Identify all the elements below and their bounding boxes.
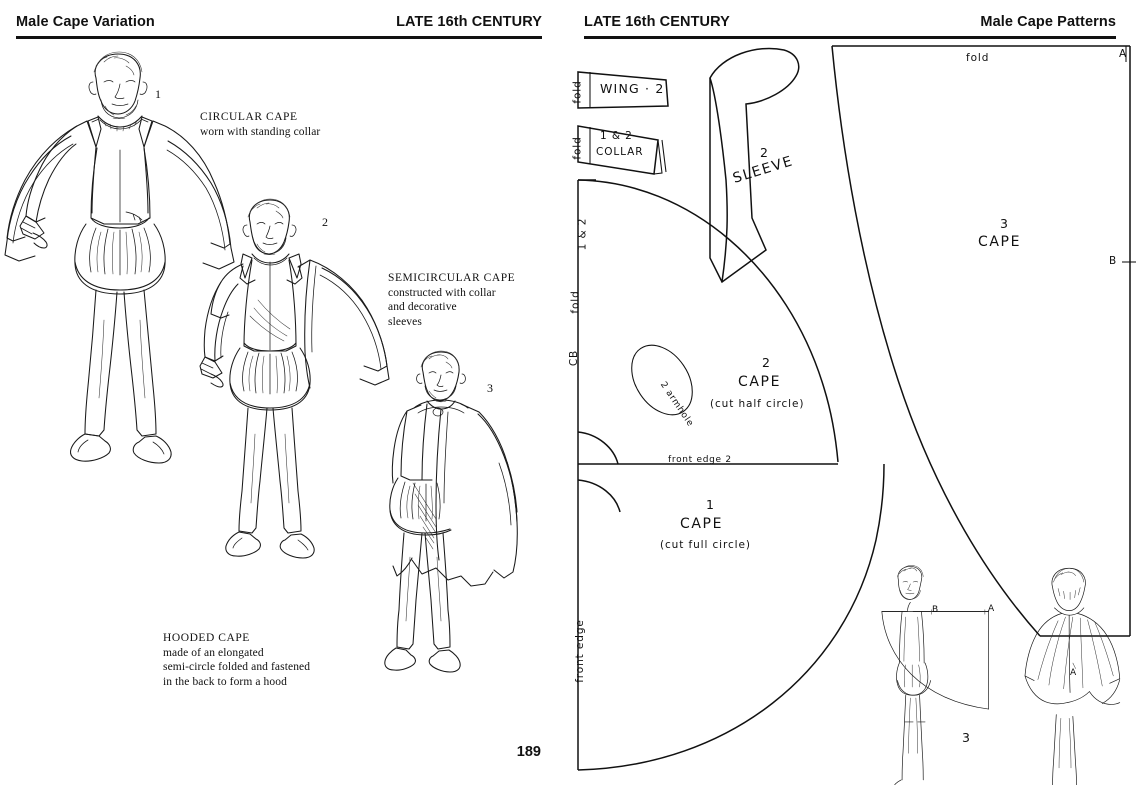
cb-fold-nums: 1 & 2 bbox=[576, 217, 589, 251]
figure-2-semicircular-cape bbox=[199, 198, 390, 559]
mini-marker-a: A bbox=[988, 604, 995, 614]
wing-label: WING · 2 bbox=[600, 81, 665, 96]
right-page-header: LATE 16th CENTURY Male Cape Patterns bbox=[584, 14, 1116, 30]
cape-full-number: 1 bbox=[706, 497, 716, 512]
wing-fold-label: fold bbox=[571, 80, 584, 104]
caption-circular-cape: CIRCULAR CAPE worn with standing collar bbox=[200, 110, 320, 139]
caption-line: sleeves bbox=[388, 316, 422, 329]
pattern-piece-wing bbox=[577, 71, 669, 109]
front-edge-2-label: front edge 2 bbox=[668, 455, 732, 465]
caption-title: HOODED CAPE bbox=[163, 632, 250, 644]
collar-label: COLLAR bbox=[596, 146, 644, 158]
figure-1-circular-cape bbox=[4, 51, 235, 464]
header-title-left: Male Cape Variation bbox=[16, 14, 155, 30]
cape-3-number: 3 bbox=[1000, 216, 1010, 231]
caption-hooded-cape: HOODED CAPE made of an elongated semi-ci… bbox=[163, 631, 310, 690]
caption-line: constructed with collar bbox=[388, 286, 496, 299]
caption-semicircular-cape: SEMICIRCULAR CAPE constructed with colla… bbox=[388, 271, 515, 330]
header-rule bbox=[584, 36, 1116, 39]
left-page: Male Cape Variation LATE 16th CENTURY bbox=[4, 14, 542, 760]
caption-line: and decorative bbox=[388, 301, 457, 314]
header-rule bbox=[16, 36, 542, 39]
caption-line: worn with standing collar bbox=[200, 125, 321, 138]
header-period-left: LATE 16th CENTURY bbox=[584, 14, 730, 30]
armhole-marking bbox=[631, 344, 693, 416]
cape-3-label: CAPE bbox=[978, 234, 1022, 250]
pattern-draft bbox=[577, 45, 1136, 785]
left-page-illustrations bbox=[4, 51, 518, 673]
collar-fold-label: fold bbox=[571, 136, 584, 160]
pattern-piece-collar bbox=[577, 125, 667, 175]
collar-number: 1 & 2 bbox=[600, 130, 633, 142]
front-edge-left-label: front edge bbox=[573, 619, 586, 683]
marker-a: A bbox=[1119, 48, 1128, 60]
header-title-right: Male Cape Patterns bbox=[980, 14, 1116, 30]
cb-fold-word: fold bbox=[569, 290, 582, 314]
top-fold-label: fold bbox=[966, 52, 990, 64]
pattern-piece-sleeve bbox=[709, 47, 800, 284]
mini-marker-b: B bbox=[932, 605, 939, 615]
page-number: 189 bbox=[516, 744, 541, 760]
figure-callout-1: 1 bbox=[155, 87, 161, 101]
cape-full-note: (cut full circle) bbox=[660, 539, 751, 551]
caption-title: SEMICIRCULAR CAPE bbox=[388, 272, 516, 284]
figure-callout-3: 3 bbox=[487, 381, 493, 395]
pattern-piece-cape-3 bbox=[831, 45, 1136, 637]
cb-label: CB bbox=[568, 349, 581, 367]
marker-b: B bbox=[1109, 255, 1118, 267]
mini-figures-caption: 3 bbox=[962, 730, 972, 745]
caption-line: in the back to form a hood bbox=[163, 676, 287, 689]
figure-callout-2: 2 bbox=[322, 215, 328, 229]
cape-half-label: CAPE bbox=[738, 374, 782, 390]
caption-line: made of an elongated bbox=[163, 646, 264, 659]
cape-half-note: (cut half circle) bbox=[710, 398, 805, 410]
right-page: LATE 16th CENTURY Male Cape Patterns bbox=[568, 0, 1138, 785]
left-page-header: Male Cape Variation LATE 16th CENTURY bbox=[16, 14, 542, 30]
caption-line: semi-circle folded and fastened bbox=[163, 661, 311, 674]
cape-half-number: 2 bbox=[762, 355, 772, 370]
pattern-piece-cape-circles bbox=[577, 179, 885, 771]
sleeve-number: 2 bbox=[760, 145, 770, 160]
header-period-right: LATE 16th CENTURY bbox=[396, 14, 542, 30]
cape-full-label: CAPE bbox=[680, 516, 724, 532]
figure-3-hooded-cape bbox=[384, 350, 518, 673]
mini-diagram-figures bbox=[881, 565, 1121, 785]
caption-title: CIRCULAR CAPE bbox=[200, 111, 298, 123]
mini-marker-a-cape: A bbox=[1070, 668, 1077, 678]
